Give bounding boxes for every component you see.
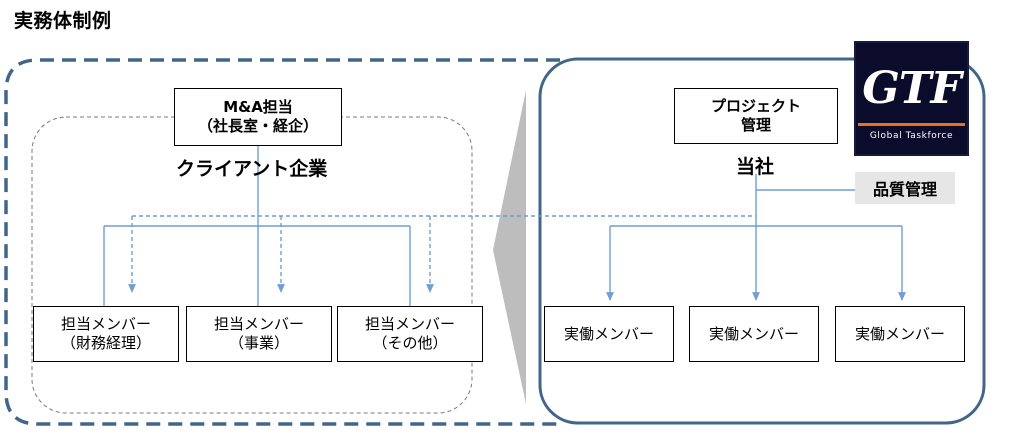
outer-dashed-frame [4, 58, 560, 426]
client-member-line2: （事業） [228, 334, 289, 352]
liaison-dashed-lines [128, 215, 756, 293]
client-member-line1: 担当メンバー [213, 315, 304, 334]
logo-mark: GTF [862, 63, 962, 114]
firm-lead-line1: プロジェクト [710, 97, 801, 116]
client-lead-line1: M&A担当 [223, 98, 293, 117]
page-title: 実務体制例 [14, 10, 112, 32]
client-connectors [103, 146, 411, 306]
client-member-line1: 担当メンバー [364, 315, 455, 334]
client-member-line2: （財務経理） [60, 334, 151, 352]
firm-frame [538, 57, 986, 425]
firm-member-label: 実働メンバー [854, 324, 945, 343]
firm-lead-line2: 管理 [740, 116, 771, 134]
client-lead-box: M&A担当 （社長室・経企） [174, 88, 342, 146]
client-member-box-finance: 担当メンバー （財務経理） [33, 306, 179, 362]
client-member-line2: （その他） [372, 334, 448, 352]
client-lead-line2: （社長室・経企） [197, 117, 318, 135]
logo-accent-line [858, 123, 965, 126]
client-member-line1: 担当メンバー [60, 315, 151, 334]
firm-member-box: 実働メンバー [689, 306, 819, 362]
firm-member-label: 実働メンバー [563, 324, 654, 343]
firm-lead-box: プロジェクト 管理 [674, 88, 838, 144]
client-member-box-business: 担当メンバー （事業） [186, 306, 332, 362]
firm-member-box: 実働メンバー [835, 306, 965, 362]
quality-management-box: 品質管理 [855, 172, 955, 204]
callout-wedge [493, 90, 526, 404]
gtf-logo: GTF Global Taskforce [854, 41, 969, 156]
client-member-box-other: 担当メンバー （その他） [337, 306, 483, 362]
firm-member-box: 実働メンバー [544, 306, 674, 362]
logo-subtitle: Global Taskforce [869, 131, 954, 141]
firm-member-label: 実働メンバー [708, 324, 799, 343]
firm-connectors [606, 174, 906, 301]
firm-label: 当社 [736, 156, 775, 178]
client-label: クライアント企業 [176, 158, 328, 180]
